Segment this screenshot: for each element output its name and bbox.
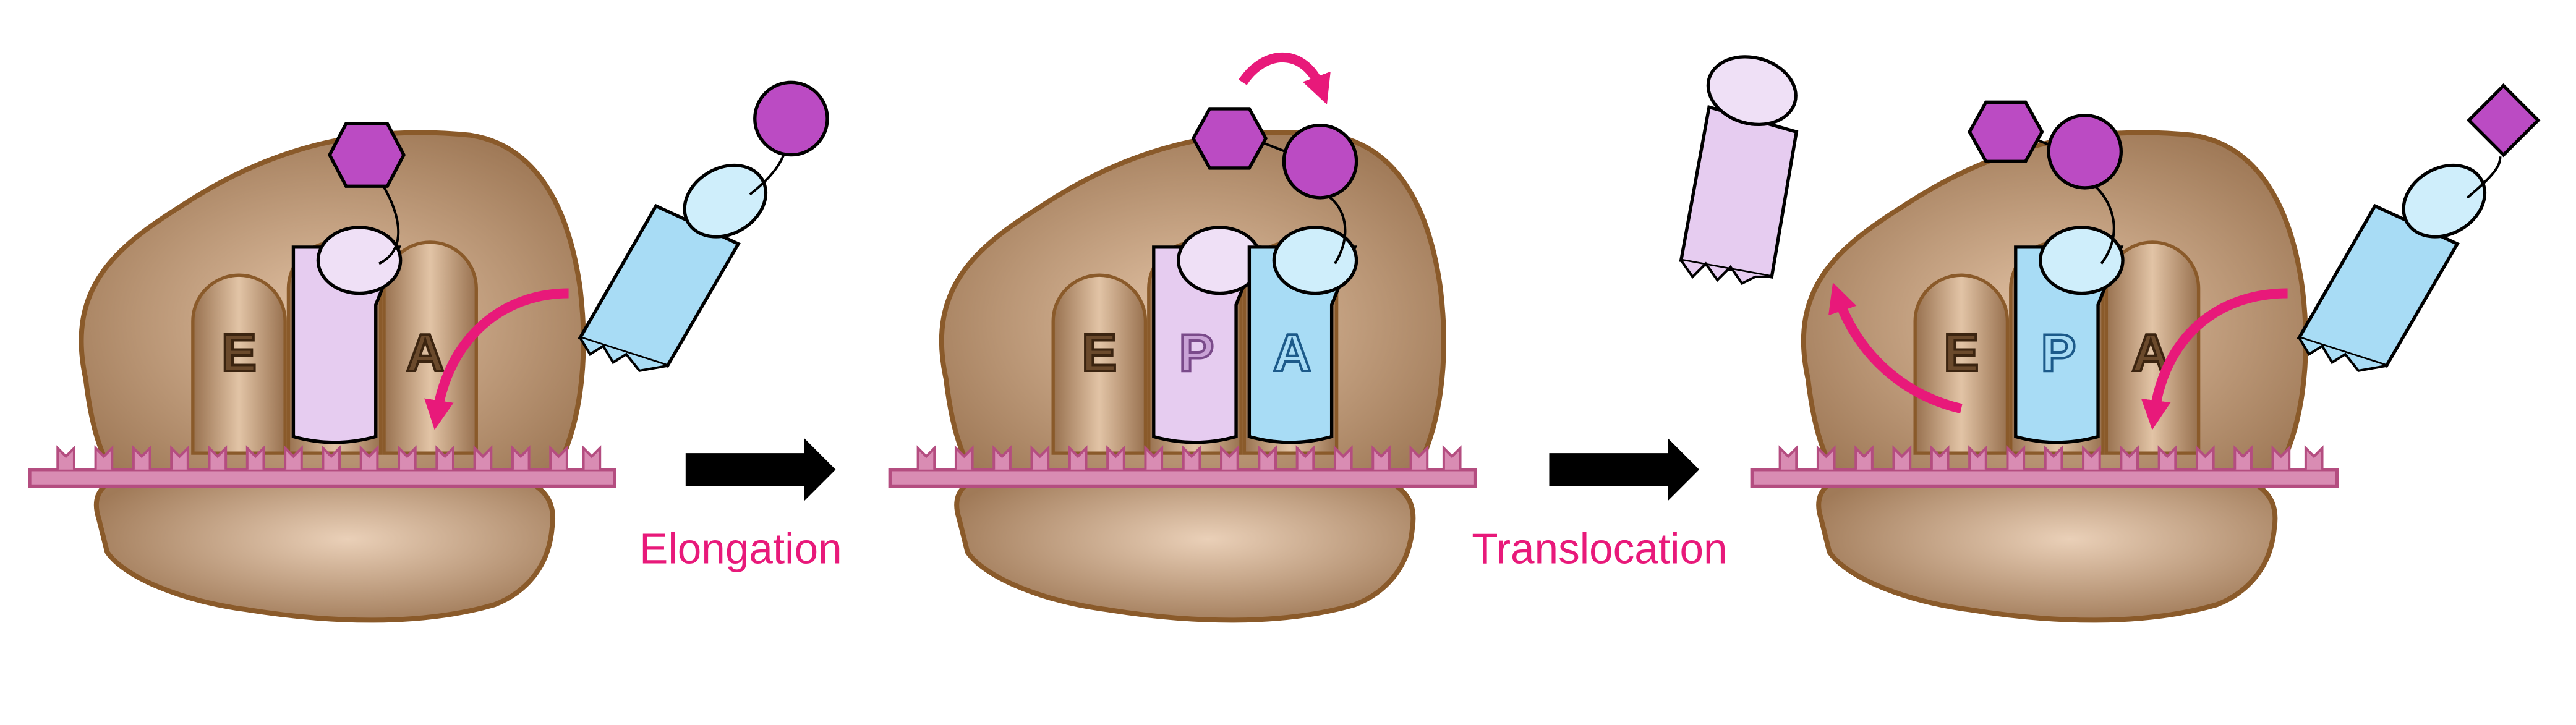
panel-2: E P A bbox=[890, 52, 1475, 620]
a-site-trna bbox=[1247, 245, 1357, 444]
p-site-trna bbox=[291, 245, 401, 444]
amino-acid-circle-icon bbox=[1282, 123, 1358, 200]
site-a-label: A bbox=[1273, 324, 1311, 383]
amino-acid-hexagon-icon bbox=[1968, 100, 2044, 163]
p-site-trna bbox=[1152, 245, 1262, 444]
step-label-elongation: Elongation bbox=[639, 525, 842, 573]
p-site-trna bbox=[2014, 245, 2124, 444]
incoming-trna-cap bbox=[683, 163, 768, 239]
step-arrow-1 bbox=[685, 438, 836, 501]
site-a-label: A bbox=[406, 324, 445, 383]
site-e-label: E bbox=[1081, 324, 1117, 383]
step-label-translocation: Translocation bbox=[1472, 525, 1727, 573]
exit-arrow bbox=[1828, 282, 1963, 413]
peptide-transfer-arrow bbox=[1239, 52, 1331, 105]
site-p-label: P bbox=[2041, 324, 2076, 383]
incoming-trna bbox=[578, 203, 741, 368]
panel-1: E P A bbox=[30, 80, 829, 620]
entry-arrow bbox=[424, 288, 569, 430]
site-p-label: P bbox=[1179, 324, 1214, 383]
site-e-label: E bbox=[1943, 324, 1979, 383]
amino-acid-circle-icon bbox=[753, 80, 829, 157]
amino-acid-hexagon-icon bbox=[1191, 107, 1268, 170]
entry-arrow bbox=[2141, 288, 2288, 430]
amino-acid-hexagon-icon bbox=[328, 122, 406, 188]
site-e-label: E bbox=[221, 324, 257, 383]
departing-trna bbox=[1679, 104, 1799, 279]
amino-acid-circle-icon bbox=[2047, 113, 2123, 190]
amino-acid-diamond-icon bbox=[2466, 83, 2541, 158]
panel-3: E P A bbox=[1679, 55, 2541, 620]
step-arrow-2 bbox=[1549, 438, 1700, 501]
p-site-trna-cap bbox=[316, 226, 403, 295]
incoming-trna bbox=[2297, 203, 2460, 368]
